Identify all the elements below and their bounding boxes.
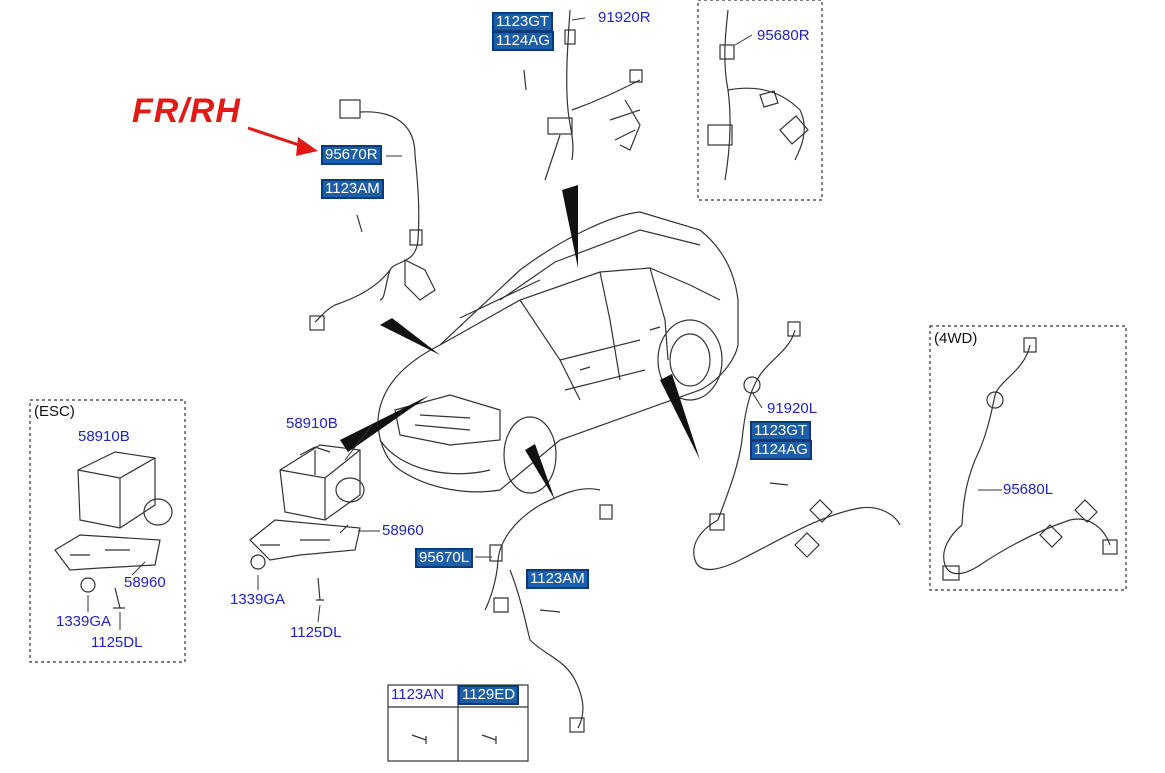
- label-58910b[interactable]: 58910B: [286, 415, 338, 432]
- leader-lines: [87, 17, 1002, 630]
- abs-module-center: [249, 444, 365, 601]
- label-95670r[interactable]: 95670R: [321, 145, 382, 165]
- harness-95680r: [707, 9, 809, 181]
- car-outline: [377, 211, 739, 494]
- label-91920r[interactable]: 91920R: [598, 9, 651, 26]
- harness-95680l: [942, 337, 1118, 581]
- pointer-wedges: [340, 185, 700, 500]
- dashed-box-esc: [29, 399, 186, 663]
- label-1124ag-top[interactable]: 1124AG: [492, 31, 554, 51]
- label-58960-esc[interactable]: 58960: [124, 574, 166, 591]
- label-esc: (ESC): [34, 403, 75, 420]
- label-95670l[interactable]: 95670L: [414, 548, 474, 568]
- label-58910b-esc[interactable]: 58910B: [78, 428, 130, 445]
- label-1125dl[interactable]: 1125DL: [290, 624, 342, 641]
- label-1123an[interactable]: 1123AN: [391, 686, 445, 703]
- dashed-box-4wd: [929, 325, 1127, 591]
- harness-95670l: [484, 488, 613, 733]
- harness-91920r: [523, 9, 643, 181]
- harness-91920l: [693, 321, 901, 570]
- label-1129ed[interactable]: 1129ED: [457, 685, 520, 705]
- label-1125dl-esc[interactable]: 1125DL: [91, 634, 143, 651]
- label-1123gt-right[interactable]: 1123GT: [749, 421, 812, 441]
- label-1339ga[interactable]: 1339GA: [230, 591, 286, 608]
- label-1123am-top[interactable]: 1123AM: [321, 179, 384, 199]
- label-91920l[interactable]: 91920L: [767, 400, 818, 417]
- label-95680r[interactable]: 95680R: [757, 27, 810, 44]
- callout-fr-rh: FR/RH: [132, 92, 241, 130]
- bolt-table: [387, 684, 529, 762]
- label-1123am-bottom[interactable]: 1123AM: [526, 569, 589, 589]
- harness-95670r: [309, 99, 436, 331]
- label-95680l[interactable]: 95680L: [1003, 481, 1054, 498]
- label-58960[interactable]: 58960: [382, 522, 424, 539]
- label-1123gt-top[interactable]: 1123GT: [491, 12, 554, 32]
- label-1339ga-esc[interactable]: 1339GA: [56, 613, 112, 630]
- dashed-box-95680r: [697, 0, 823, 201]
- abs-module-esc: [54, 451, 173, 609]
- callout-arrow: [247, 126, 318, 156]
- label-1124ag-right[interactable]: 1124AG: [750, 440, 812, 460]
- label-4wd: (4WD): [934, 330, 978, 347]
